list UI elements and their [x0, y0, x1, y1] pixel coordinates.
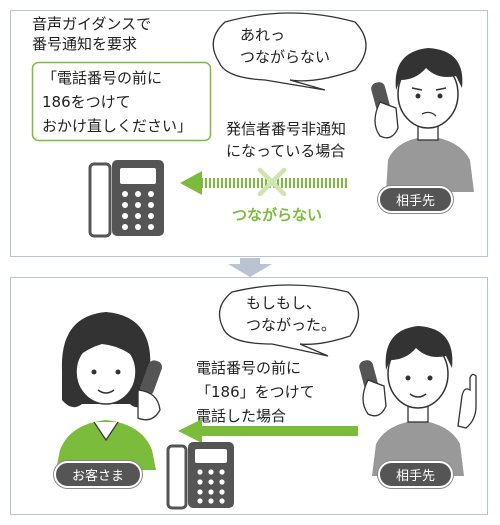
guidance-title-line1: 音声ガイダンスで [32, 15, 152, 33]
guidance-title-line2: 番号通知を要求 [32, 35, 138, 54]
down-arrow-icon [228, 258, 272, 277]
guidance-box-line3: おかけ直しください」 [42, 117, 193, 135]
speech-bubble-text: もしもし、 つながった。 [246, 292, 336, 336]
guidance-box-line2: 186をつけて [42, 93, 131, 111]
caller-person-icon [359, 326, 477, 476]
speech-bubble-line2: つながらない [240, 48, 331, 66]
condition-line1: 電話番号の前に [196, 359, 302, 377]
desk-phone-icon [166, 442, 234, 510]
desk-phone-icon [88, 160, 164, 238]
condition-line2: 「186」をつけて [196, 383, 315, 401]
guidance-box-line1: 「電話番号の前に [42, 69, 163, 87]
speech-bubble-line1: あれっ [240, 26, 286, 44]
blocked-arrow [180, 171, 347, 195]
speech-bubble [218, 284, 360, 357]
guidance-title: 音声ガイダンスで 番号通知を要求 [32, 14, 151, 55]
blocked-x-icon [257, 167, 287, 197]
condition-line3: 電話した場合 [196, 407, 287, 425]
speech-bubble [212, 12, 367, 91]
speech-bubble-text: あれっ つながらない [240, 24, 330, 68]
customer-person-icon [56, 312, 163, 470]
condition-line1: 発信者番号非通知 [226, 120, 347, 138]
speech-bubble-line2: つながった。 [246, 316, 337, 334]
caller-label: 相手先 [378, 186, 454, 213]
guidance-box-text: 「電話番号の前に 186をつけて おかけ直しください」 [42, 66, 192, 138]
result-text: つながらない [232, 206, 323, 224]
connected-arrow [178, 419, 358, 443]
speech-bubble-line1: もしもし、 [246, 294, 322, 312]
condition-text: 発信者番号非通知 になっている場合 [226, 118, 346, 162]
guidance-box [31, 61, 212, 142]
caller-label: 相手先 [378, 461, 454, 488]
condition-line2: になっている場合 [226, 142, 346, 160]
customer-label: お客さま [54, 461, 143, 488]
caller-person-icon [371, 48, 474, 192]
condition-text: 電話番号の前に 「186」をつけて 電話した場合 [196, 356, 315, 428]
